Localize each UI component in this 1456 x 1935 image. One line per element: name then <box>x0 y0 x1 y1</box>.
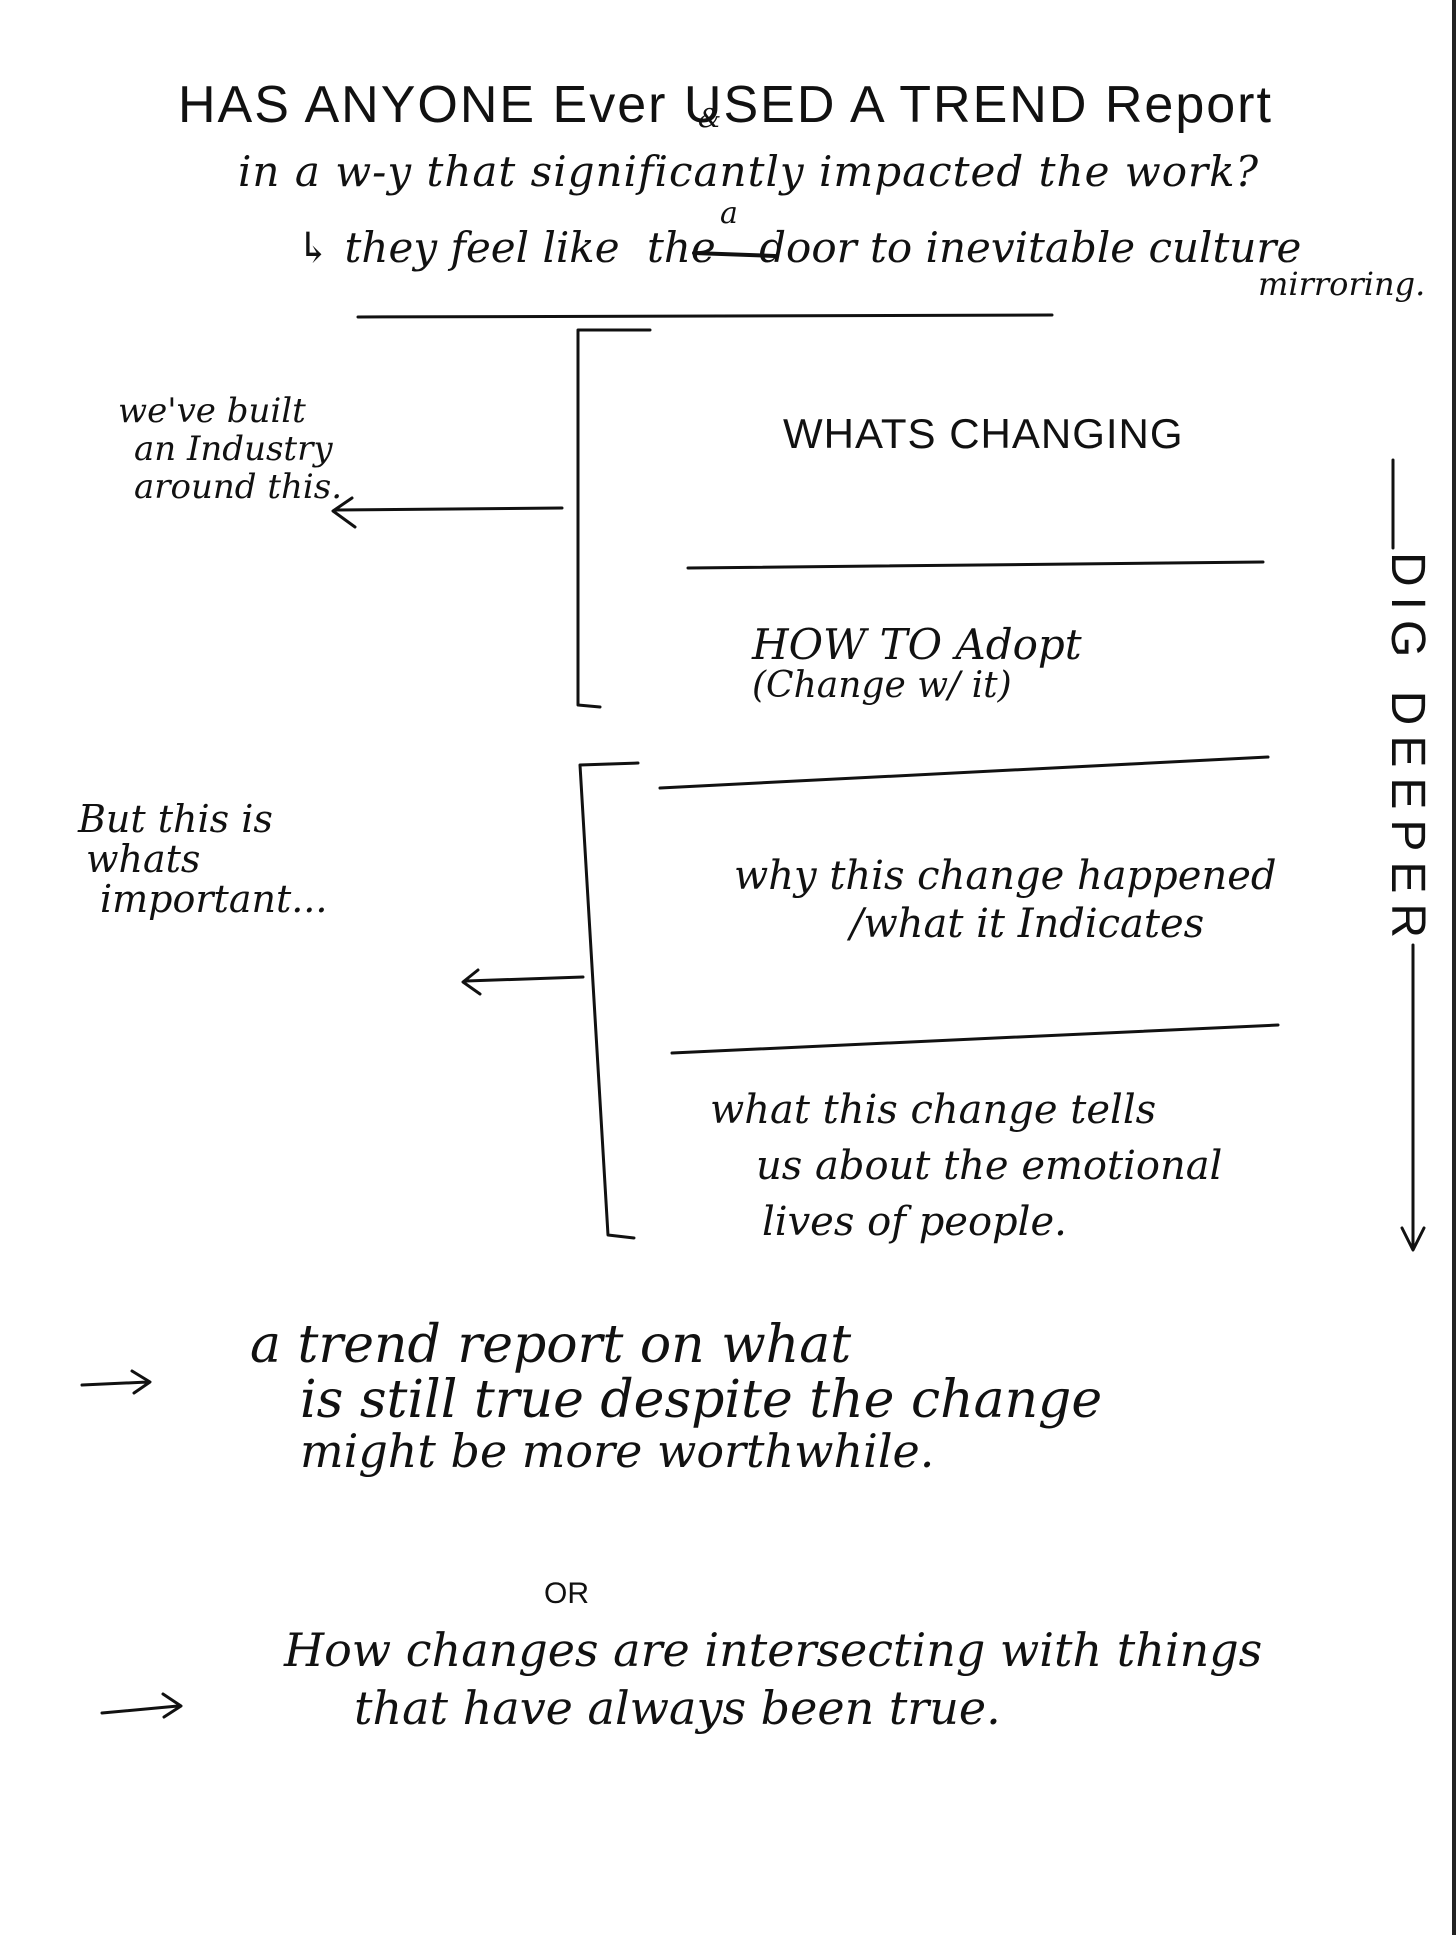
question-line-3-struck: the <box>646 223 716 272</box>
note-important-line-1: But this is <box>78 797 273 841</box>
question-line-3-prefix: ↳ they feel like <box>296 223 620 272</box>
strikethrough <box>692 251 777 258</box>
conclusion-first-line-2: is still true despite the change <box>300 1369 1103 1430</box>
dig-deeper-arrow <box>1400 943 1426 1252</box>
conclusion-arrow-1 <box>80 1369 152 1395</box>
separator-2 <box>658 755 1270 790</box>
conclusion-first-line-1: a trend report on what <box>250 1315 852 1375</box>
lower-bracket <box>578 761 640 1240</box>
stack-item-3-line-2: /what it Indicates <box>850 901 1205 947</box>
stack-item-4-line-1: what this change tells <box>710 1087 1157 1133</box>
question-insert-ampersand: & <box>698 104 722 134</box>
header-underline <box>356 313 1054 319</box>
arrow-to-industry-note <box>331 496 564 529</box>
stack-item-why-changed: why this change happened /what it Indica… <box>734 852 1276 948</box>
question-line-3-suffix: door to inevitable culture <box>759 223 1302 272</box>
stack-item-4-line-3: lives of people. <box>762 1199 1067 1245</box>
arrow-to-important-note <box>461 968 585 996</box>
stack-item-3-line-1: why this change happened <box>734 853 1277 899</box>
stack-item-whats-changing: WHATS CHANGING <box>783 410 1184 457</box>
stack-item-how-to-adopt: HOW TO Adopt (Change w/ it) <box>752 622 1082 706</box>
question-line-3-end: mirroring. <box>1258 265 1426 303</box>
note-industry-line-3: around this. <box>134 467 343 508</box>
stack-item-emotional-lives: what this change tells us about the emot… <box>710 1082 1222 1250</box>
stack-item-4-line-2: us about the emotional <box>756 1143 1223 1189</box>
note-industry-line-2: an Industry <box>134 429 333 470</box>
question-insert-a: a <box>720 196 738 231</box>
separator-3 <box>670 1023 1280 1055</box>
note-industry: we've built an Industry around this. <box>118 392 342 506</box>
conclusion-connector: OR <box>544 1577 589 1610</box>
upper-bracket <box>576 328 652 709</box>
page-edge <box>1452 0 1456 1935</box>
note-important-line-2: whats <box>86 836 201 881</box>
separator-1 <box>686 560 1265 570</box>
stack-item-2-line-1: HOW TO Adopt <box>752 620 1082 669</box>
stack-item-1-line-1: WHATS CHANGING <box>783 410 1184 457</box>
conclusion-second-line-2: that have always been true. <box>354 1680 1001 1735</box>
note-industry-line-1: we've built <box>118 391 306 431</box>
conclusion-second: How changes are intersecting with things… <box>284 1622 1262 1737</box>
question-line-1-text: HAS ANYONE Ever USED A TREND Report <box>178 76 1273 134</box>
conclusion-second-line-1: How changes are intersecting with things <box>284 1623 1263 1677</box>
conclusion-arrow-2 <box>100 1692 183 1719</box>
question-line-1: HAS ANYONE Ever USED A TREND Report <box>178 78 1273 133</box>
conclusion-first-line-3: might be more worthwhile. <box>300 1424 935 1479</box>
question-line-2: in a w-y that significantly impacted the… <box>238 147 1260 196</box>
note-important-line-3: important... <box>100 876 328 921</box>
stack-item-2-line-2: (Change w/ it) <box>752 665 1012 707</box>
conclusion-first: a trend report on what is still true des… <box>250 1315 1103 1479</box>
dig-deeper-label: DIG DEEPER <box>1381 552 1434 949</box>
question-line-3: ↳ they feel like the door to inevitable … <box>296 223 1302 272</box>
note-important: But this is whats important... <box>78 797 328 921</box>
